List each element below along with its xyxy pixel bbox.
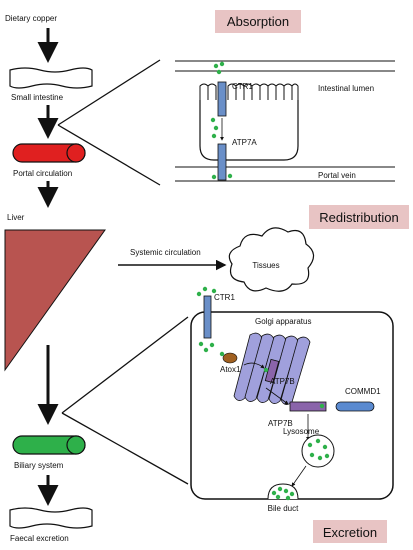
atp7a-transporter xyxy=(217,143,227,181)
biliary-system-label: Biliary system xyxy=(14,461,64,470)
copper-ion-golgi xyxy=(263,367,269,373)
copper-ions-bile-duct xyxy=(271,486,295,501)
enterocyte-cell xyxy=(199,100,299,161)
portal-circulation-label: Portal circulation xyxy=(13,169,72,178)
biliary-system-vessel-end xyxy=(66,435,86,455)
arrow-lysosome-to-bile-duct xyxy=(291,465,307,487)
absorption-section-box xyxy=(215,10,301,33)
faecal-excretion-label: Faecal excretion xyxy=(10,534,69,543)
tissues-label: Tissues xyxy=(252,261,279,270)
redistribution-section-title: Redistribution xyxy=(319,210,399,225)
excretion-section-box xyxy=(313,520,387,543)
tissues-cloud xyxy=(228,227,315,292)
commd1-protein xyxy=(335,401,375,412)
atp7a-label: ATP7A xyxy=(232,138,257,147)
atp7b-vesicle-protein xyxy=(289,401,327,412)
zoom-line-hepatocyte-top xyxy=(61,316,189,414)
lysosome-label: Lysosome xyxy=(283,427,320,436)
ctr1-transporter-intestine xyxy=(217,81,227,117)
intestinal-lumen-label: Intestinal lumen xyxy=(318,84,374,93)
small-intestine-label: Small intestine xyxy=(11,93,64,102)
faecal-excretion-shape xyxy=(9,507,93,529)
copper-ions-lysosome xyxy=(307,438,330,461)
liver-label: Liver xyxy=(7,213,25,222)
liver-shape xyxy=(4,229,106,372)
arrow-golgi-to-vesicle xyxy=(265,387,289,405)
zoom-line-hepatocyte-bottom xyxy=(61,412,189,485)
atox1-label: Atox1 xyxy=(220,365,241,374)
copper-ions-absorption xyxy=(210,61,233,180)
copper-ions-hepatocyte-entry xyxy=(196,286,217,353)
zoom-line-absorption-top xyxy=(57,59,161,126)
microvilli xyxy=(199,83,299,100)
arrow-atox1-to-atp7b xyxy=(243,362,265,369)
dietary-copper-label: Dietary copper xyxy=(5,14,57,23)
copper-ion-atox1 xyxy=(219,351,225,357)
ctr1-hepatocyte-label: CTR1 xyxy=(214,293,235,302)
systemic-circulation-label: Systemic circulation xyxy=(130,248,201,257)
portal-circulation-vessel-end xyxy=(66,143,86,163)
portal-vein-label: Portal vein xyxy=(318,171,356,180)
copper-ion-vesicle xyxy=(319,403,325,409)
commd1-label: COMMD1 xyxy=(345,387,381,396)
atp7b-golgi-label: ATP7B xyxy=(270,377,295,386)
excretion-section-title: Excretion xyxy=(323,525,377,540)
ctr1-transporter-hepatocyte xyxy=(203,295,212,339)
ctr1-intestine-label: CTR1 xyxy=(232,82,253,91)
atox1-protein xyxy=(222,352,238,364)
redistribution-section-box xyxy=(309,205,409,229)
zoom-line-absorption-bottom xyxy=(57,124,161,186)
atp7b-vesicle-label: ATP7B xyxy=(268,419,293,428)
golgi-apparatus-label: Golgi apparatus xyxy=(255,317,311,326)
bile-duct-label: Bile duct xyxy=(268,504,299,513)
absorption-section-title: Absorption xyxy=(227,14,289,29)
small-intestine-shape xyxy=(9,67,93,89)
